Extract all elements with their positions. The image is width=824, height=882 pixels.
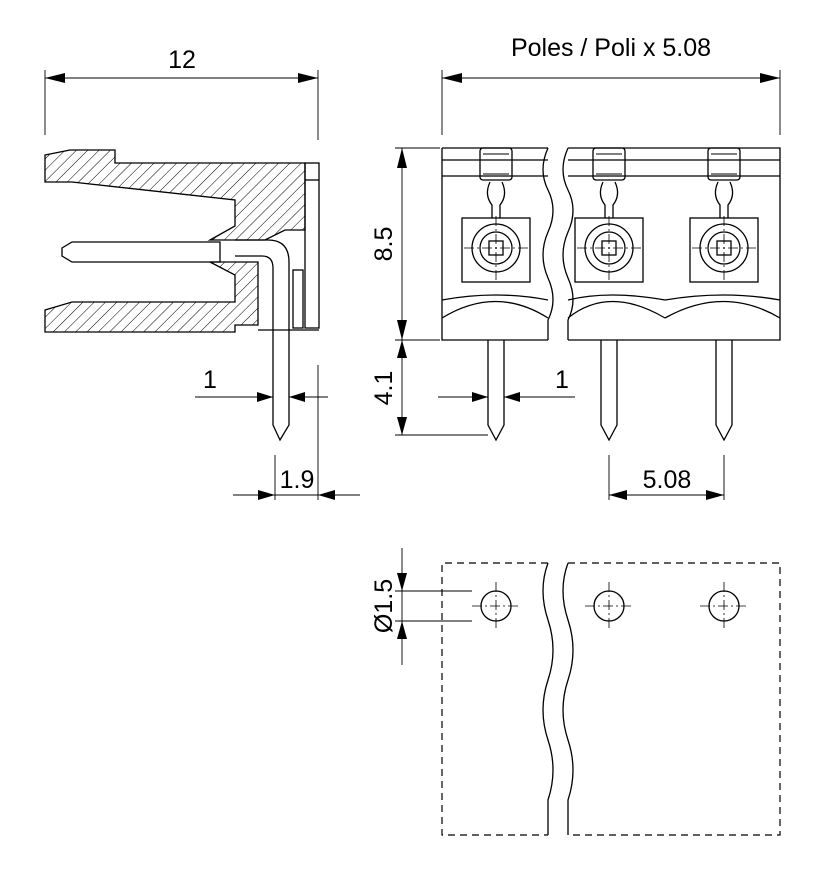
terminal-2	[567, 147, 666, 442]
dim-label-pin-width-side: 1	[203, 366, 217, 394]
pcb-footprint: Ø1.5	[370, 548, 781, 836]
housing-section	[44, 149, 320, 442]
dim-label-pitch: 5.08	[643, 466, 692, 494]
dim-pin-offset: 1.9	[233, 365, 360, 500]
hole-1	[472, 582, 520, 630]
dim-pitch: 5.08	[608, 455, 725, 500]
hole-3	[700, 582, 748, 630]
dim-pin-width-side: 1	[195, 366, 328, 402]
front-view: Poles / Poli x 5.08	[370, 34, 781, 500]
dim-label-pin-width-front: 1	[555, 366, 569, 394]
front-housing	[441, 147, 781, 341]
dim-overall-width: 12	[44, 46, 319, 140]
dim-poles-pitch: Poles / Poli x 5.08	[441, 34, 781, 135]
dim-label-overall-width: 12	[168, 46, 196, 74]
terminal-3	[664, 147, 781, 442]
terminal-1	[441, 147, 549, 442]
dim-label-hole-diameter: Ø1.5	[370, 579, 398, 633]
dim-label-poles-pitch: Poles / Poli x 5.08	[511, 34, 711, 62]
dim-label-pin-offset: 1.9	[280, 466, 315, 494]
hole-2	[585, 582, 633, 630]
dim-height: 8.5	[370, 147, 440, 341]
dim-label-height: 8.5	[370, 227, 398, 262]
dim-label-pin-length: 4.1	[370, 371, 398, 406]
dim-hole-diameter: Ø1.5	[370, 548, 472, 665]
side-view: 12 1	[44, 46, 360, 500]
dim-pin-length: 4.1	[370, 340, 488, 436]
dim-pin-width-front: 1	[438, 366, 575, 402]
